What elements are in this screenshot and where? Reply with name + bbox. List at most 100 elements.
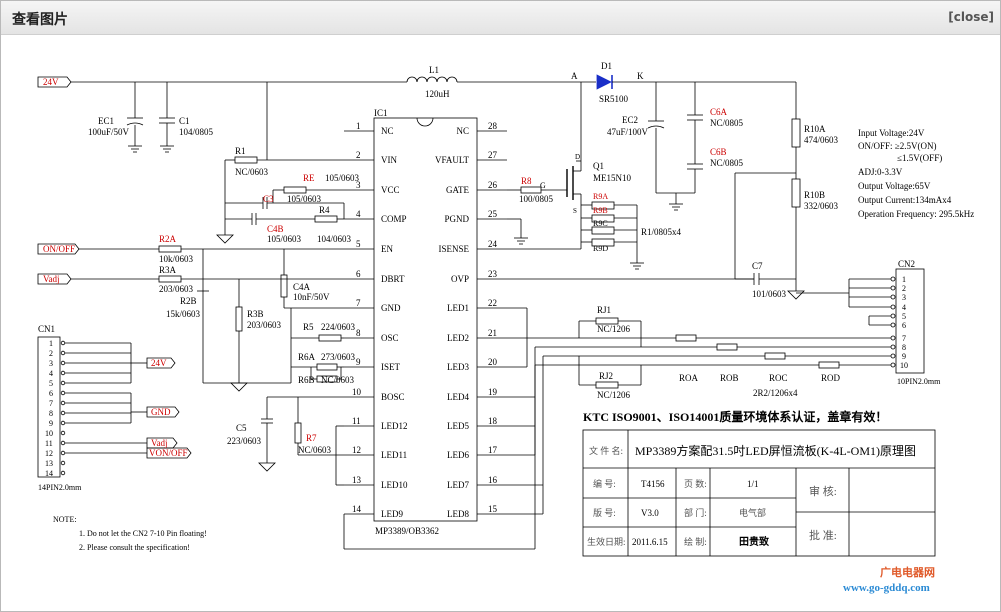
cn1-pin: 6 bbox=[49, 389, 53, 398]
node-k-label: K bbox=[637, 71, 644, 81]
c5-ref: C5 bbox=[236, 423, 247, 433]
notes-block: NOTE: 1. Do not let the CN2 7-10 Pin flo… bbox=[53, 515, 207, 552]
file-value: MP3389方案配31.5吋LED屏恒流板(K-4L-OM1)原理图 bbox=[635, 443, 916, 458]
cn1-pin: 9 bbox=[49, 419, 53, 428]
code-value: T4156 bbox=[641, 479, 665, 489]
q1-drain-label: D bbox=[575, 153, 580, 161]
ic-pin-name: BOSC bbox=[381, 392, 405, 402]
r9d-ref: R9D bbox=[593, 244, 608, 253]
cn2-pin: 6 bbox=[902, 321, 906, 330]
ec2-value: 47uF/100V bbox=[607, 127, 649, 137]
c3-value: 105/0603 bbox=[287, 194, 322, 204]
cn1-pin: 12 bbox=[45, 449, 53, 458]
ic-pin-number: 2 bbox=[356, 150, 361, 160]
cn1-pin: 13 bbox=[45, 459, 53, 468]
c3-ref: C3 bbox=[263, 194, 274, 204]
rj1-value: NC/1206 bbox=[597, 324, 631, 334]
ic-pin-number: 18 bbox=[488, 416, 498, 426]
watermark: 广电电器网 www.go-gddq.com bbox=[843, 565, 935, 594]
c4a-ref: C4A bbox=[293, 282, 311, 292]
c7-value: 101/0603 bbox=[752, 289, 787, 299]
c6a-ref: C6A bbox=[710, 107, 728, 117]
notes-title: NOTE: bbox=[53, 515, 77, 524]
r3a-ref: R3A bbox=[159, 265, 177, 275]
cn2-pin: 7 bbox=[902, 334, 906, 343]
cn2-pin: 1 bbox=[902, 275, 906, 284]
roa-ref: ROA bbox=[679, 373, 699, 383]
cn2-pin: 2 bbox=[902, 284, 906, 293]
ic-pin-number: 28 bbox=[488, 121, 498, 131]
r3b-value: 203/0603 bbox=[247, 320, 282, 330]
r7-value: NC/0603 bbox=[298, 445, 332, 455]
ic-pin-name: VCC bbox=[381, 185, 400, 195]
c6a-value: NC/0805 bbox=[710, 118, 744, 128]
approve-label: 批 准: bbox=[809, 528, 837, 542]
ic-pin-number: 3 bbox=[356, 180, 361, 190]
cn2-ref: CN2 bbox=[898, 259, 915, 269]
r9c-ref: R9C bbox=[593, 219, 608, 228]
net-label-onoff: ON/OFF bbox=[43, 244, 75, 254]
ic-pin-number: 14 bbox=[352, 504, 362, 514]
ic-pin-name: NC bbox=[456, 126, 469, 136]
r3b-ref: R3B bbox=[247, 309, 264, 319]
ic-pin-number: 5 bbox=[356, 239, 361, 249]
file-label: 文 件 名: bbox=[589, 445, 623, 456]
window-title: 查看图片 bbox=[12, 12, 68, 28]
ec1-capacitor bbox=[126, 117, 144, 153]
ic-pin-name: LED7 bbox=[447, 480, 469, 490]
l1-value: 120uH bbox=[425, 89, 450, 99]
ic-body bbox=[373, 117, 478, 522]
r10a-ref: R10A bbox=[804, 124, 826, 134]
cn2-pin: 5 bbox=[902, 312, 906, 321]
ic-pin-name: LED2 bbox=[447, 333, 469, 343]
vin-vcc-comp-network bbox=[216, 156, 345, 244]
cn1-net-vadj: Vadj bbox=[151, 438, 168, 448]
cn1-pin: 11 bbox=[45, 439, 53, 448]
ic-pin-name: LED9 bbox=[381, 509, 403, 519]
ic-pin-name: LED12 bbox=[381, 421, 408, 431]
q1-gate-label: G bbox=[540, 181, 546, 190]
ic-pin-name: ISET bbox=[381, 362, 401, 372]
ec1-value: 100uF/50V bbox=[88, 127, 130, 137]
sense-resistors bbox=[580, 201, 644, 270]
q1-mosfet bbox=[546, 161, 582, 205]
ic-pin-number: 20 bbox=[488, 357, 498, 367]
r2a-value: 10k/0603 bbox=[159, 254, 194, 264]
r1-value: NC/0603 bbox=[235, 167, 269, 177]
ic-pin-name: NC bbox=[381, 126, 394, 136]
rj2-ref: RJ2 bbox=[599, 371, 613, 381]
ic-pin-name: LED5 bbox=[447, 421, 469, 431]
ic-pin-name: LED3 bbox=[447, 362, 469, 372]
title-bar: 查看图片 [close] bbox=[1, 1, 1000, 35]
title-block-table bbox=[582, 429, 936, 557]
cn2-pin: 8 bbox=[902, 343, 906, 352]
r9b-ref: R9B bbox=[593, 206, 608, 215]
ic-pin-number: 1 bbox=[356, 121, 361, 131]
c4b-value: 105/0603 bbox=[267, 234, 302, 244]
ic-pin-name: LED11 bbox=[381, 450, 407, 460]
r5-ref: R5 bbox=[303, 322, 314, 332]
close-button[interactable]: [close] bbox=[948, 10, 994, 24]
ic-pin-name: GND bbox=[381, 303, 401, 313]
cn1-pin: 4 bbox=[49, 369, 53, 378]
ec1-ref: EC1 bbox=[98, 116, 114, 126]
net-label-vadj: Vadj bbox=[43, 274, 60, 284]
cn2-pin: 4 bbox=[902, 303, 906, 312]
ic-pin-number: 23 bbox=[488, 269, 498, 279]
r4-ref: R4 bbox=[319, 205, 330, 215]
ic-pin-number: 7 bbox=[356, 298, 361, 308]
spec-line: Operation Frequency: 295.5kHz bbox=[858, 209, 974, 219]
cn1-net-24v: 24V bbox=[151, 358, 167, 368]
spec-line: Output Current:134mAx4 bbox=[858, 195, 952, 205]
roc-ref: ROC bbox=[769, 373, 788, 383]
ic-pin-name: PGND bbox=[444, 214, 469, 224]
d1-value: SR5100 bbox=[599, 94, 629, 104]
r10b-value: 332/0603 bbox=[804, 201, 839, 211]
cn1-pin: 14 bbox=[45, 469, 53, 478]
ic-pin-number: 16 bbox=[488, 475, 498, 485]
c6a-c6b-capacitors bbox=[656, 82, 703, 211]
note-item: 2. Please consult the specification! bbox=[79, 543, 190, 552]
cn1-ref: CN1 bbox=[38, 324, 55, 334]
ic-pin-name: COMP bbox=[381, 214, 407, 224]
spec-line: ADJ:0-3.3V bbox=[858, 167, 903, 177]
